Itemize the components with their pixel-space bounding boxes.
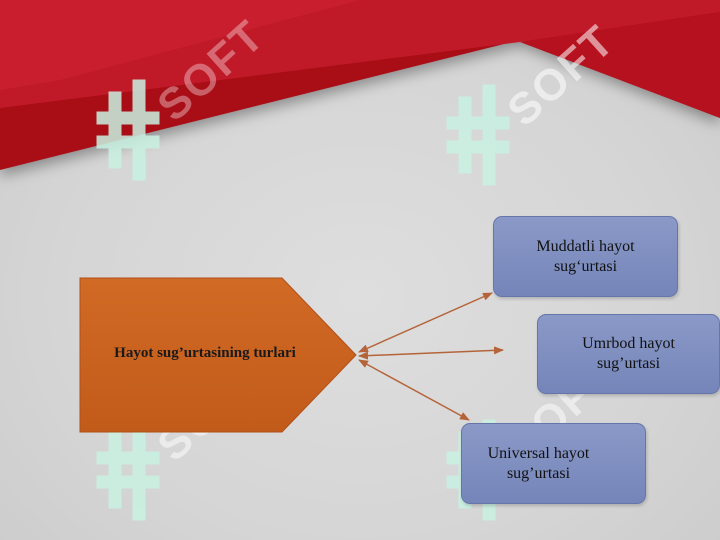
main-node-shape <box>79 277 357 433</box>
branch-box-muddatli: Muddatli hayot sug‘urtasi <box>493 216 678 297</box>
soft-logo-icon <box>96 419 160 521</box>
banner-highlight-shape <box>0 0 360 90</box>
soft-logo-icon <box>96 79 160 181</box>
watermark: SOFT <box>95 351 295 530</box>
branch-label-line2: sug‘urtasi <box>553 257 618 275</box>
branch-box-umrbod: Umrbod hayot sug’urtasi <box>537 314 720 394</box>
banner-right-shape <box>520 12 720 118</box>
branch-label-line2: sug’urtasi <box>596 355 661 372</box>
arrow-to-universal <box>358 359 470 421</box>
branch-label: Universal hayot sug’urtasi <box>454 444 624 484</box>
main-node-label: Hayot sug’urtasining turlari <box>114 345 296 361</box>
branch-label-line1: Universal hayot <box>487 444 590 462</box>
arrow-to-umrbod <box>358 346 504 360</box>
branch-box-universal: Universal hayot sug’urtasi <box>461 423 646 504</box>
arrow-to-muddatli <box>358 292 493 353</box>
branch-label: Muddatli hayot sug‘urtasi <box>501 237 671 277</box>
soft-logo-icon <box>446 84 510 186</box>
watermark: SOFT <box>445 16 645 195</box>
branch-label-line1: Umrbod hayot <box>582 335 675 352</box>
branch-label-line1: Muddatli hayot <box>536 237 635 255</box>
branch-label: Umrbod hayot sug’urtasi <box>544 334 714 374</box>
branch-label-line2: sug’urtasi <box>506 464 571 482</box>
watermark: SOFT <box>95 11 295 190</box>
